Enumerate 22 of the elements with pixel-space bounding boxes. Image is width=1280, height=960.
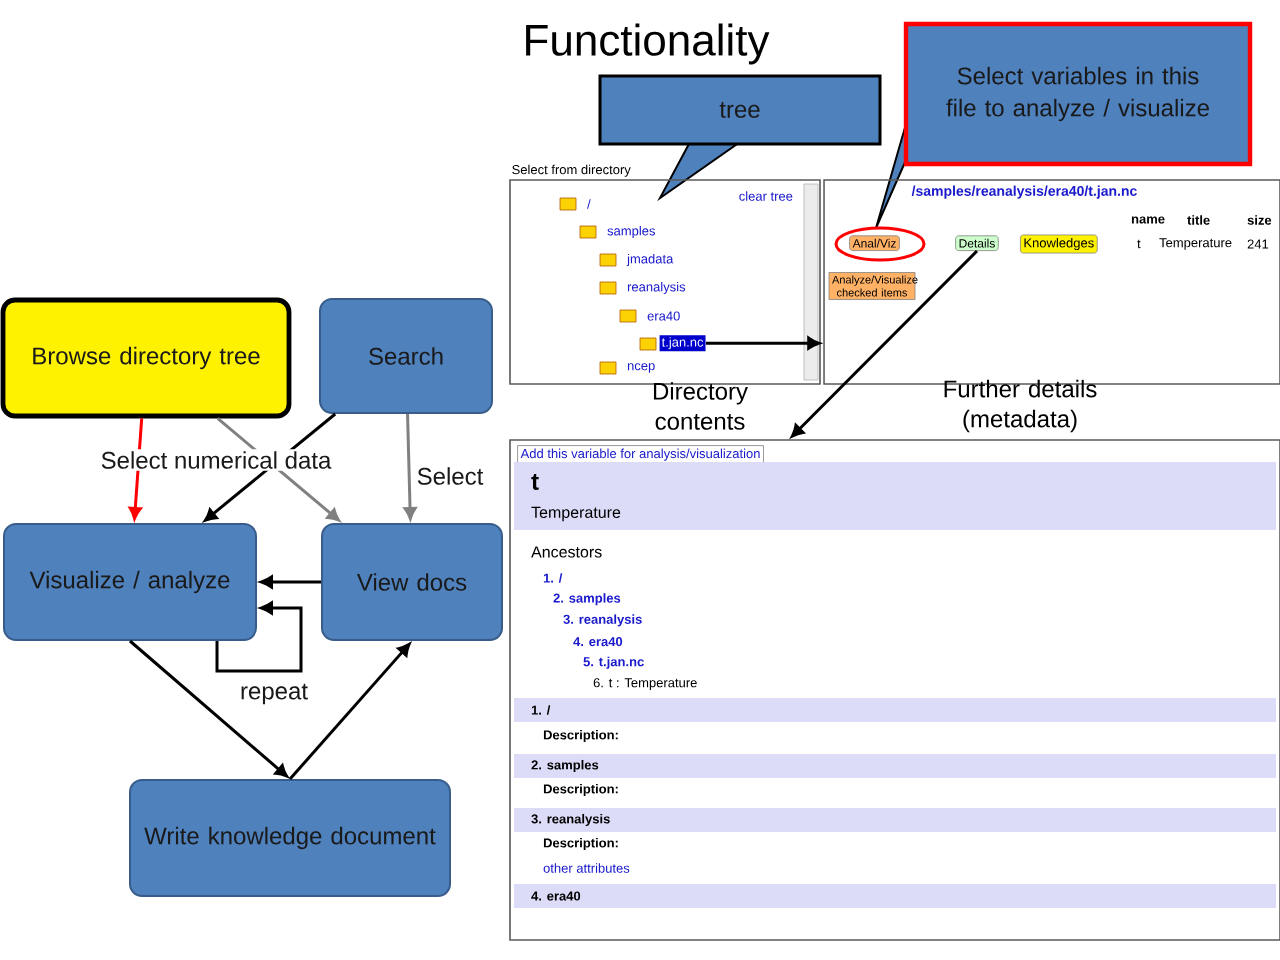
arrow [403,413,417,520]
arrow [288,643,411,780]
process-box: Browse directory tree [0,297,292,419]
variable-name: t [531,474,539,490]
section-heading: Ancestors [531,546,602,558]
process-box: Visualize / analyze [3,523,257,641]
variable-title: Temperature [531,506,621,522]
title: Functionality [526,23,770,65]
arrow [128,418,144,520]
process-box: View docs [321,523,503,641]
process-box: Write knowledge document [129,779,451,897]
arrow [129,639,288,778]
caption-text: Further details (metadata) [944,379,1097,433]
arrow [215,601,303,673]
edge-label: repeat [238,681,311,707]
edge-label: Select numerical data [98,449,334,471]
edge-label: Select [414,465,486,487]
process-box: Search [319,298,493,414]
arrow [260,575,321,589]
arrow [791,249,978,438]
caption-text: Directory contents [654,382,748,430]
arrow [705,336,820,350]
